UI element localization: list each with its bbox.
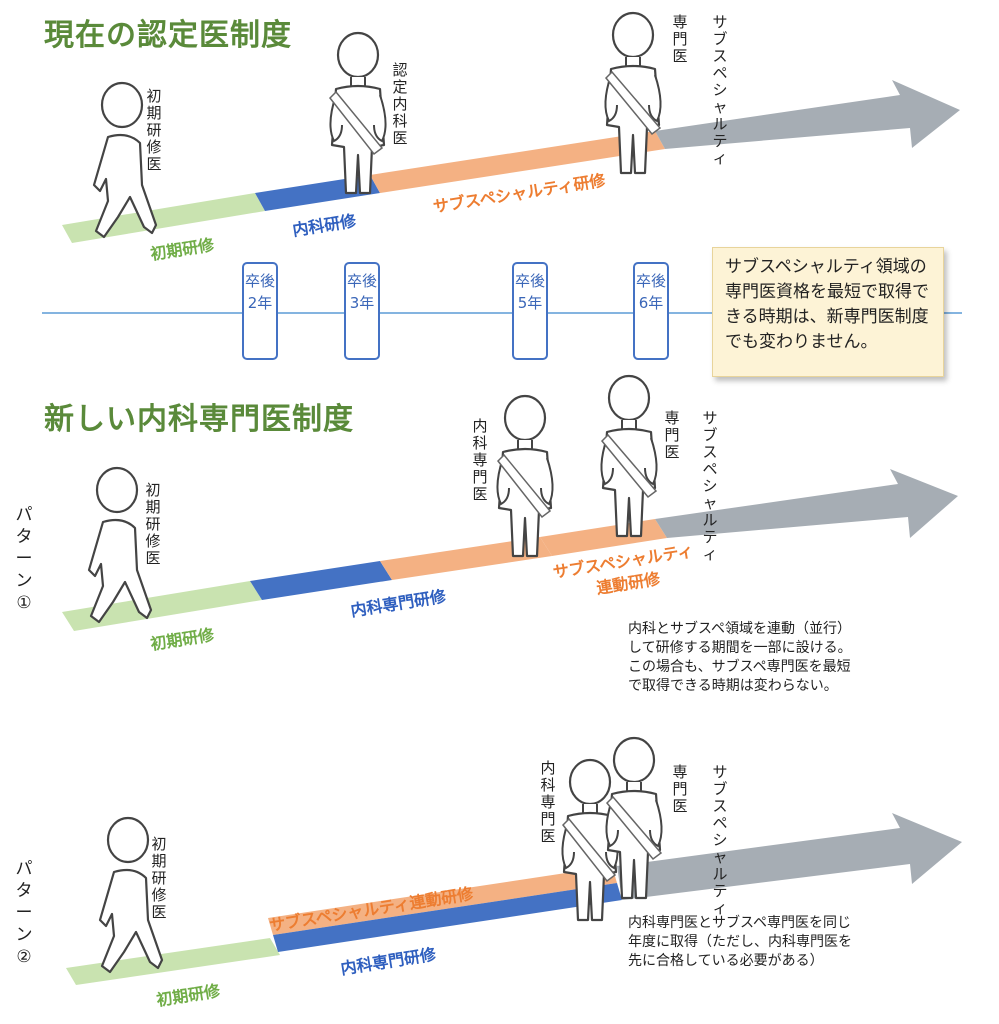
pattern1-note-line: して研修する期間を一部に設ける。	[628, 640, 852, 656]
band-subspe-1	[370, 131, 665, 193]
band-arrowhead-3	[617, 813, 962, 900]
pattern1-label: パターン①	[15, 505, 33, 613]
pattern2-note: 内科専門医とサブスペ専門医を同じ 年度に取得（ただし、内科専門医を 先に合格して…	[628, 914, 852, 971]
band-naika-upper-2	[380, 537, 552, 580]
pattern1-arrow	[62, 469, 958, 631]
label-naika-doc-3: 内科専門医	[540, 759, 556, 845]
pattern1-note-line: 内科とサブスペ領域を連動（並行）	[628, 621, 852, 637]
label-shoki-doc-2: 初期研修医	[145, 481, 161, 567]
label-shoki-doc-1: 初期研修医	[146, 87, 162, 173]
band-shoki-1	[62, 193, 265, 243]
pattern1-note: 内科とサブスペ領域を連動（並行） して研修する期間を一部に設ける。 この場合も、…	[628, 620, 852, 696]
callout-note: サブスペシャルティ領域の専門医資格を最短で取得できる時期は、新専門医制度でも変わ…	[712, 247, 944, 377]
band-arrowhead-2	[655, 469, 958, 538]
label-subspe-doc-1a: サブスペシャルティ	[712, 13, 728, 167]
year-marker-5: 卒後5年	[512, 262, 548, 360]
section1-title: 現在の認定医制度	[44, 18, 292, 53]
pattern2-note-line: 年度に取得（ただし、内科専門医を	[628, 934, 852, 950]
label-subspe-doc-2a: サブスペシャルティ	[702, 409, 718, 563]
sash-subspe-3	[605, 795, 663, 861]
label-subspe-doc-3b: 専門医	[672, 763, 688, 815]
sash-nintei-1	[328, 90, 384, 156]
band-shoki-3	[66, 938, 280, 985]
pattern1-note-line: で取得できる時期は変わらない。	[628, 678, 838, 694]
person-subspe-2	[600, 374, 658, 538]
label-shoki-doc-3: 初期研修医	[151, 835, 167, 921]
label-subspe-doc-3a: サブスペシャルティ	[712, 763, 728, 917]
band-naika-3	[273, 883, 622, 952]
sash-subspe-2	[600, 433, 658, 499]
pattern2-arrow	[66, 813, 962, 985]
label-nintei-doc-1: 認定内科医	[392, 61, 408, 147]
band-naika-2	[250, 561, 392, 600]
sash-naika-2	[496, 453, 552, 519]
section1-arrow	[62, 80, 960, 243]
person-shoki-2	[87, 466, 153, 624]
pattern1-note-line: この場合も、サブスペ専門医を最短	[628, 659, 851, 675]
year-marker-2: 卒後2年	[242, 262, 278, 360]
band-subspe-3	[268, 866, 617, 935]
band-arrowhead-1	[655, 80, 960, 149]
pattern2-note-line: 内科専門医とサブスペ専門医を同じ	[628, 915, 852, 931]
section2-title: 新しい内科専門医制度	[44, 402, 354, 437]
band-shoki-2	[62, 581, 262, 631]
sash-subspe-1	[604, 70, 662, 136]
year-marker-6: 卒後6年	[633, 262, 669, 360]
label-subspe-doc-2b: 専門医	[664, 409, 680, 461]
pattern2-note-line: 先に合格している必要がある）	[628, 953, 824, 969]
year-marker-3: 卒後3年	[344, 262, 380, 360]
pattern2-label: パターン②	[15, 859, 33, 967]
sash-naika-3	[561, 817, 617, 883]
person-naika-2	[496, 394, 554, 558]
label-subspe-doc-1b: 専門医	[672, 13, 688, 65]
label-naika-doc-2: 内科専門医	[472, 417, 488, 503]
person-nintei-1	[329, 31, 387, 195]
